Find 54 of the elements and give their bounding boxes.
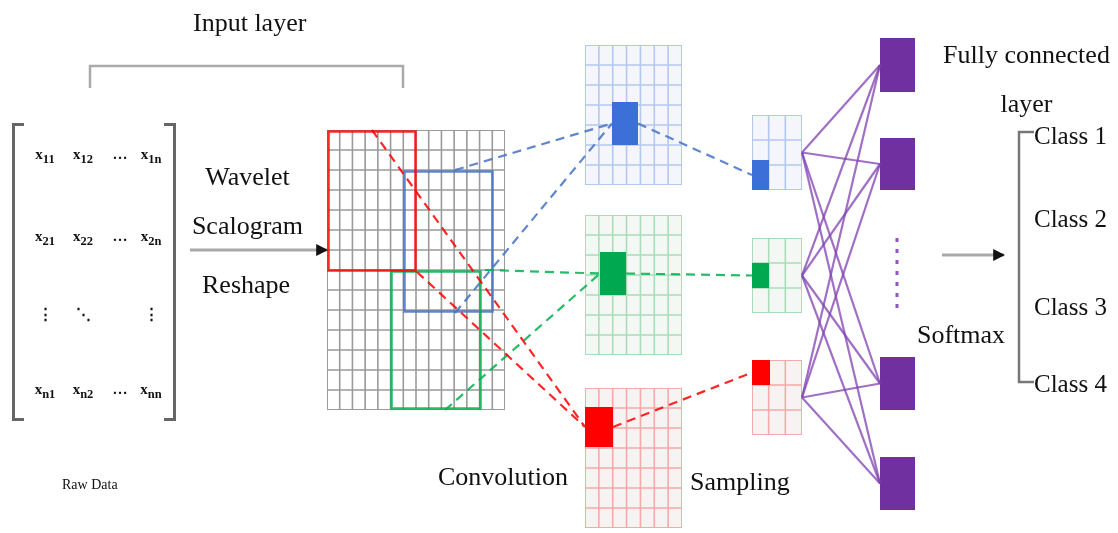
feature-map bbox=[752, 238, 802, 313]
matrix-entry: ⋱ bbox=[74, 307, 92, 322]
class-label: Class 3 bbox=[1034, 294, 1107, 319]
data-matrix bbox=[12, 123, 176, 421]
matrix-entry: x$_{12}$ bbox=[72, 147, 94, 166]
neuron-box bbox=[880, 38, 915, 92]
caption-text: Raw Data bbox=[62, 478, 118, 492]
layer-title: Sampling bbox=[690, 469, 790, 495]
matrix-entry: … bbox=[111, 229, 129, 244]
matrix-entry: … bbox=[111, 147, 129, 162]
feature-map bbox=[585, 45, 682, 185]
matrix-entry: x$_{11}$ bbox=[34, 147, 56, 166]
dashed-connector bbox=[453, 122, 614, 315]
connection-line bbox=[801, 64, 881, 154]
matrix-entry: x$_{2n}$ bbox=[139, 229, 163, 248]
dashed-connector bbox=[626, 272, 752, 277]
arrow bbox=[942, 249, 1006, 261]
neuron-box bbox=[880, 138, 915, 190]
class-label: Class 1 bbox=[1034, 123, 1107, 148]
feature-map bbox=[327, 130, 505, 410]
matrix-entry: ⋮ bbox=[36, 307, 54, 322]
connection-line bbox=[800, 152, 882, 484]
operation-label: Reshape bbox=[202, 272, 291, 298]
operation-label: Wavelet Scalogram bbox=[190, 161, 305, 243]
matrix-entry: x$_{21}$ bbox=[34, 229, 56, 248]
matrix-entry: x$_{nn}$ bbox=[139, 382, 163, 401]
feature-map bbox=[585, 388, 682, 528]
connection-line bbox=[801, 396, 881, 485]
class-label: Class 4 bbox=[1034, 371, 1107, 396]
feature-map bbox=[752, 115, 802, 190]
layer-title: Fully connected layer bbox=[942, 39, 1111, 121]
operation-label: Softmax bbox=[917, 322, 1006, 348]
feature-map bbox=[585, 215, 682, 355]
dashed-connector bbox=[637, 122, 753, 176]
matrix-entry: x$_{n2}$ bbox=[71, 382, 95, 401]
layer-title: Convolution bbox=[438, 464, 568, 490]
connection-line bbox=[801, 274, 881, 385]
neuron-box bbox=[880, 457, 915, 510]
connection-line bbox=[801, 382, 881, 399]
feature-map bbox=[752, 360, 802, 435]
connection-line bbox=[801, 151, 881, 166]
matrix-entry: … bbox=[111, 382, 129, 397]
neuron-box bbox=[880, 357, 915, 410]
connection-line bbox=[800, 275, 882, 484]
dashed-connector bbox=[370, 128, 587, 429]
dashed-connector bbox=[443, 268, 602, 412]
matrix-entry: ⋮ bbox=[142, 307, 160, 322]
connection-line bbox=[801, 163, 881, 277]
class-label: Class 2 bbox=[1034, 206, 1107, 231]
matrix-entry: x$_{n1}$ bbox=[33, 382, 57, 401]
matrix-entry: x$_{22}$ bbox=[72, 229, 94, 248]
arrow bbox=[190, 244, 329, 256]
matrix-entry: x$_{1n}$ bbox=[139, 147, 163, 166]
layer-title: Input layer bbox=[193, 10, 307, 36]
